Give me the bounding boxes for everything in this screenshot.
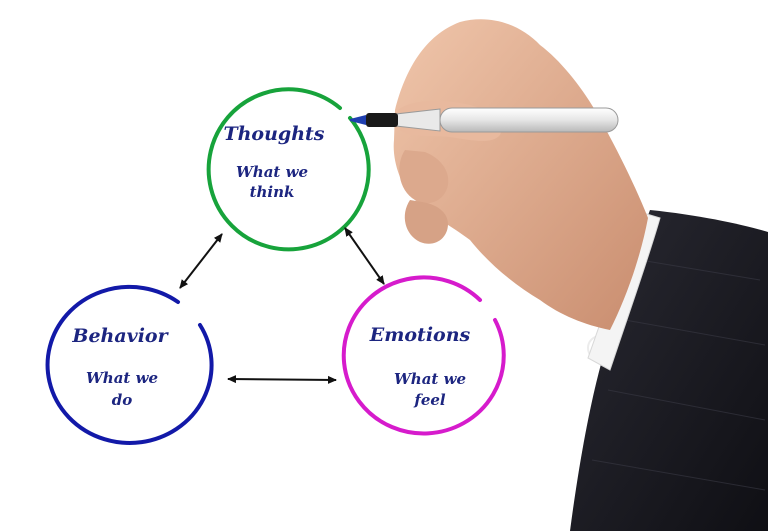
hand-photo	[350, 19, 768, 531]
arrow-behavior-emotions	[227, 375, 337, 384]
node-thoughts: Thoughts What we think	[206, 87, 371, 252]
emotions-sub-line2: feel	[413, 391, 446, 409]
behavior-sub-line2: do	[112, 391, 133, 409]
sleeve-texture	[591, 259, 766, 491]
node-emotions: Emotions What we feel	[341, 275, 506, 436]
hand	[393, 19, 648, 330]
finger-2	[404, 200, 448, 244]
behavior-title: Behavior	[71, 325, 169, 347]
diagram-nodes: Thoughts What we think Behavior What we …	[45, 87, 506, 445]
behavior-sub-line1: What we	[86, 369, 158, 387]
marker	[350, 107, 619, 133]
thoughts-title: Thoughts	[223, 123, 324, 145]
arrow-thoughts-emotions	[344, 227, 385, 285]
node-behavior: Behavior What we do	[45, 284, 214, 445]
thoughts-sub-line1: What we	[236, 163, 308, 181]
thoughts-sub-line2: think	[250, 183, 295, 201]
emotions-sub-line1: What we	[394, 370, 466, 388]
finger-1	[399, 150, 449, 204]
diagram-edges	[179, 227, 385, 384]
emotions-title: Emotions	[369, 324, 471, 346]
behavior-circle	[45, 284, 214, 445]
emotions-circle	[341, 275, 506, 436]
thoughts-circle	[206, 87, 371, 252]
suit-sleeve	[570, 210, 768, 531]
arrow-thoughts-behavior	[179, 233, 223, 289]
